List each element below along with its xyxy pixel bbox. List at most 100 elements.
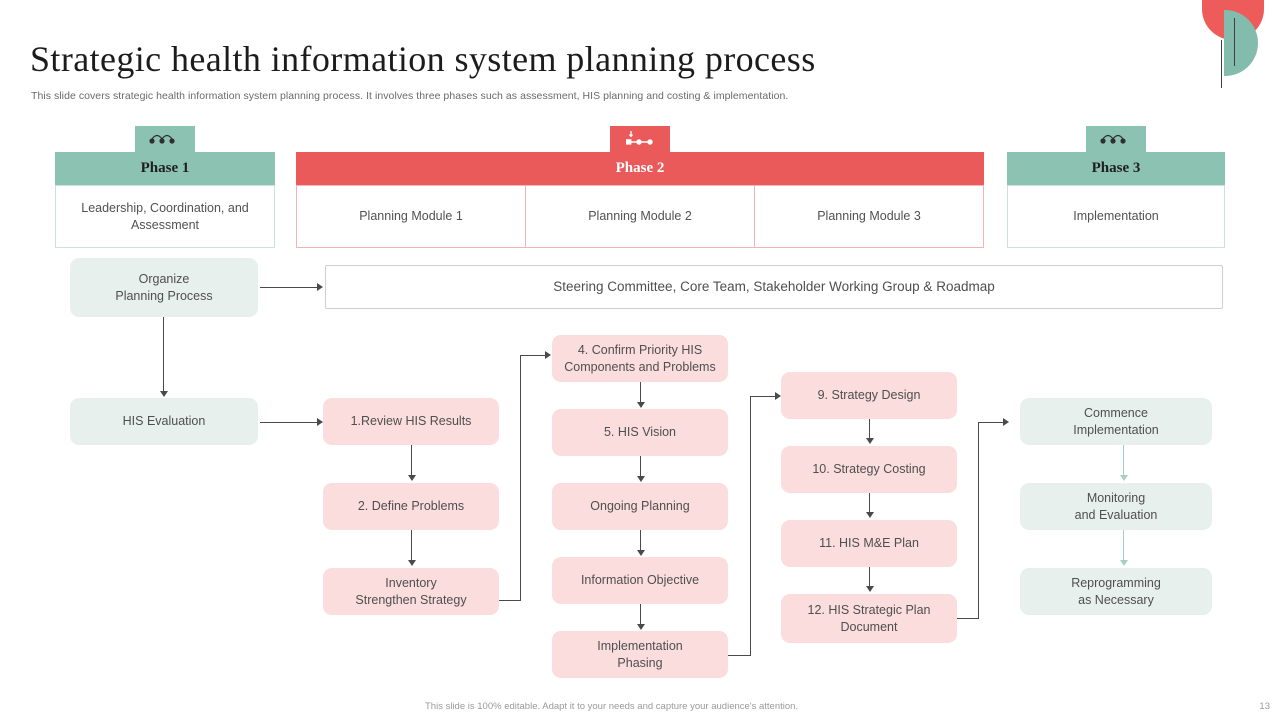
node-label: 1.Review HIS Results <box>350 414 472 429</box>
node-label: 10. Strategy Costing <box>812 462 926 477</box>
node-monitoring-and-evaluation[interactable]: Monitoring and Evaluation <box>1020 483 1212 530</box>
node-line: Phasing <box>617 655 663 670</box>
arrowhead-down <box>637 550 645 556</box>
phase-1-block[interactable]: Phase 1 Leadership, Coordination, and As… <box>55 126 275 248</box>
node-inventory-strengthen-strategy[interactable]: Inventory Strengthen Strategy <box>323 568 499 615</box>
node-label: Ongoing Planning <box>590 499 690 514</box>
connector-b5-elbow-h1 <box>728 655 750 656</box>
connector-c3-c4 <box>869 567 870 588</box>
node-information-objective[interactable]: Information Objective <box>552 557 728 604</box>
arrowhead-right <box>545 351 551 359</box>
phase-2-cell-2[interactable]: Planning Module 3 <box>754 186 983 247</box>
node-label: HIS Evaluation <box>122 414 206 429</box>
node-line: Commence <box>1084 406 1148 420</box>
decor-line-2 <box>1220 40 1222 88</box>
arrowhead-down <box>866 586 874 592</box>
connector-a3-elbow-h2 <box>520 355 546 356</box>
node-line: Strengthen Strategy <box>355 592 467 607</box>
node-review-his-results[interactable]: 1.Review HIS Results <box>323 398 499 445</box>
connector-b2-b3 <box>640 456 641 478</box>
process-flow-icon <box>610 126 670 152</box>
connector-organize-to-evaluation <box>163 317 164 393</box>
node-label: Information Objective <box>580 573 700 588</box>
node-his-strategic-plan-document[interactable]: 12. HIS Strategic Plan Document <box>781 594 957 643</box>
node-commence-implementation[interactable]: Commence Implementation <box>1020 398 1212 445</box>
arrowhead-down <box>160 391 168 397</box>
connector-a1-a2 <box>411 445 412 477</box>
arrowhead-down <box>637 476 645 482</box>
connector-d2-d3 <box>1123 530 1124 562</box>
phase-1-body: Leadership, Coordination, and Assessment <box>55 185 275 248</box>
node-confirm-priority-his[interactable]: 4. Confirm Priority HIS Components and P… <box>552 335 728 382</box>
arrowhead-down <box>866 512 874 518</box>
phase-1-title: Phase 1 <box>55 152 275 185</box>
connector-c4-elbow-h1 <box>957 618 979 619</box>
connector-b5-elbow-v <box>750 396 751 656</box>
node-line: and Evaluation <box>1074 507 1158 522</box>
arrowhead-right <box>317 283 323 291</box>
connector-organize-to-steering <box>260 287 318 288</box>
node-label: 9. Strategy Design <box>817 388 921 403</box>
arrowhead-down <box>408 560 416 566</box>
node-steering-committee[interactable]: Steering Committee, Core Team, Stakehold… <box>325 265 1223 309</box>
phase-3-title: Phase 3 <box>1007 152 1225 185</box>
arrowhead-down <box>1120 475 1128 481</box>
corner-decoration <box>1200 0 1280 90</box>
node-strategy-design[interactable]: 9. Strategy Design <box>781 372 957 419</box>
node-his-evaluation[interactable]: HIS Evaluation <box>70 398 258 445</box>
node-line: Implementation <box>597 639 683 653</box>
arrowhead-right <box>775 392 781 400</box>
page-number: 13 <box>1259 701 1270 712</box>
connector-d1-d2 <box>1123 445 1124 477</box>
page-title: Strategic health information system plan… <box>30 39 816 79</box>
connector-b4-b5 <box>640 604 641 626</box>
dots-network-icon <box>135 126 195 152</box>
arrowhead-down <box>866 438 874 444</box>
phase-3-block[interactable]: Phase 3 Implementation <box>1007 126 1225 248</box>
node-line: 12. HIS Strategic Plan <box>807 603 931 617</box>
page-subtitle: This slide covers strategic health infor… <box>31 90 789 102</box>
phase-2-cell-0[interactable]: Planning Module 1 <box>359 209 463 224</box>
node-line: Organize <box>138 272 190 286</box>
node-line: 4. Confirm Priority HIS <box>577 343 703 357</box>
connector-a2-a3 <box>411 530 412 562</box>
phase-3-cell-0[interactable]: Implementation <box>1073 209 1159 224</box>
arrowhead-down <box>1120 560 1128 566</box>
connector-c4-elbow-h2 <box>978 422 1004 423</box>
arrowhead-right <box>317 418 323 426</box>
node-label: Steering Committee, Core Team, Stakehold… <box>553 279 995 295</box>
node-his-vision[interactable]: 5. HIS Vision <box>552 409 728 456</box>
node-line: Components and Problems <box>564 359 716 374</box>
connector-evaluation-to-review <box>260 422 318 423</box>
phase-2-block[interactable]: Phase 2 Planning Module 1 Planning Modul… <box>296 126 984 248</box>
node-organize-planning-process[interactable]: Organize Planning Process <box>70 258 258 317</box>
node-line: Reprogramming <box>1071 576 1161 590</box>
node-his-me-plan[interactable]: 11. HIS M&E Plan <box>781 520 957 567</box>
node-strategy-costing[interactable]: 10. Strategy Costing <box>781 446 957 493</box>
node-label: 5. HIS Vision <box>603 425 677 440</box>
arrowhead-down <box>408 475 416 481</box>
node-define-problems[interactable]: 2. Define Problems <box>323 483 499 530</box>
node-line: as Necessary <box>1078 592 1154 607</box>
connector-b5-elbow-h2 <box>750 396 776 397</box>
decor-line-1 <box>1233 18 1235 66</box>
connector-b3-b4 <box>640 530 641 552</box>
dots-network-icon <box>1086 126 1146 152</box>
connector-a3-elbow-h1 <box>499 600 521 601</box>
phase-1-cell-0[interactable]: Leadership, Coordination, and Assessment <box>81 200 249 232</box>
phase-2-title: Phase 2 <box>296 152 984 185</box>
connector-c4-elbow-v <box>978 422 979 619</box>
node-reprogramming-as-necessary[interactable]: Reprogramming as Necessary <box>1020 568 1212 615</box>
node-ongoing-planning[interactable]: Ongoing Planning <box>552 483 728 530</box>
phase-2-cell-1[interactable]: Planning Module 2 <box>525 186 754 247</box>
node-label: 11. HIS M&E Plan <box>819 536 919 551</box>
arrowhead-right <box>1003 418 1009 426</box>
node-implementation-phasing[interactable]: Implementation Phasing <box>552 631 728 678</box>
footer-note: This slide is 100% editable. Adapt it to… <box>425 701 799 712</box>
connector-c2-c3 <box>869 493 870 514</box>
arrowhead-down <box>637 402 645 408</box>
node-line: Implementation <box>1073 422 1159 437</box>
node-line: Inventory <box>385 576 437 590</box>
connector-b1-b2 <box>640 382 641 404</box>
